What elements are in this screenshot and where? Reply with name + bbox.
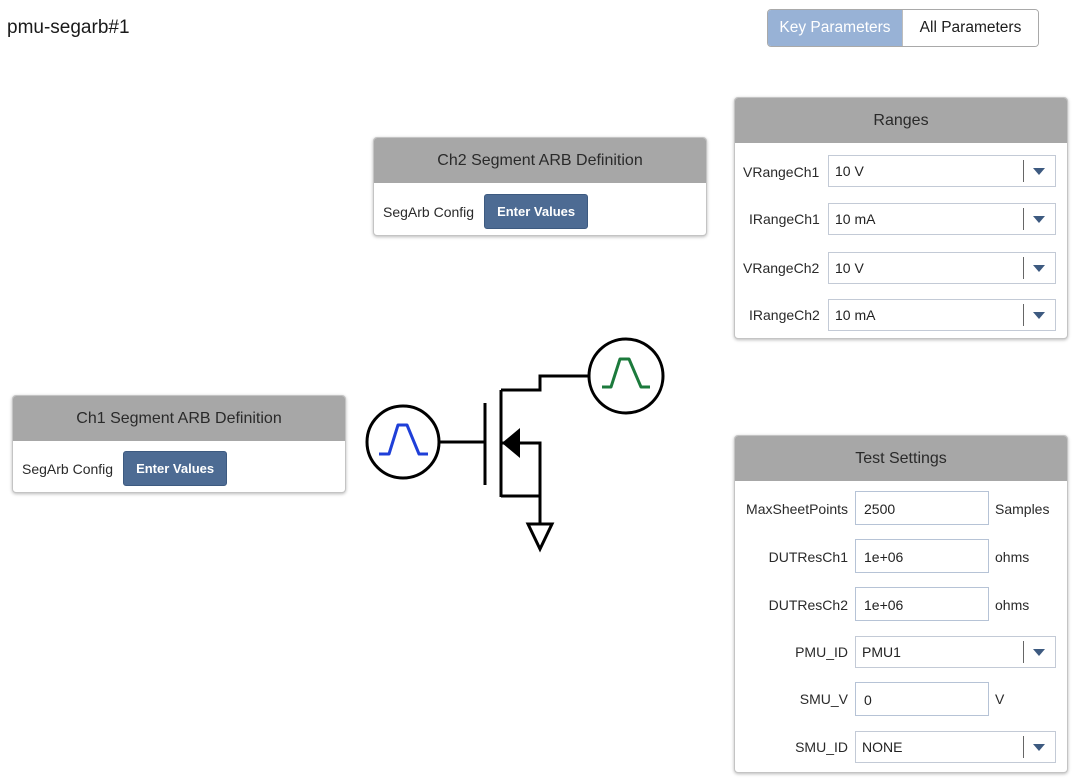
pmu-id-value: PMU1 [862, 644, 901, 660]
dut-res-ch2-label: DUTResCh2 [768, 597, 848, 613]
vrange-ch1-select[interactable]: 10 V [828, 155, 1056, 187]
chevron-down-icon[interactable] [1023, 732, 1055, 762]
gate-waveform-icon [379, 423, 428, 456]
view-toggle: Key Parameters All Parameters [767, 9, 1039, 47]
ranges-title: Ranges [735, 98, 1067, 143]
irange-ch2-select[interactable]: 10 mA [828, 299, 1056, 331]
max-sheet-points-value: 2500 [864, 501, 896, 517]
page-title: pmu-segarb#1 [7, 17, 130, 38]
source-lead [501, 441, 542, 498]
ch2-segarb-config-label: SegArb Config [383, 203, 475, 220]
irange-ch1-value: 10 mA [835, 211, 876, 227]
dut-res-ch2-value: 1e+06 [864, 597, 904, 613]
smu-v-label: SMU_V [799, 691, 848, 707]
drain-lead [501, 374, 589, 392]
chevron-down-icon[interactable] [1023, 637, 1055, 667]
drain-waveform-icon [602, 357, 650, 389]
drain-waveform-circle [587, 337, 665, 415]
ch1-segarb-config-label: SegArb Config [22, 460, 114, 477]
test-settings-title: Test Settings [735, 436, 1067, 481]
smu-v-input[interactable]: 0 [855, 682, 989, 716]
vrange-ch2-label: VRangeCh2 [743, 260, 820, 276]
pmu-id-label: PMU_ID [795, 644, 848, 660]
dut-res-ch2-unit: ohms [995, 597, 1030, 613]
ch1-segarb-panel: Ch1 Segment ARB Definition SegArb Config… [12, 395, 346, 493]
ch1-panel-title: Ch1 Segment ARB Definition [13, 396, 345, 441]
smu-id-value: NONE [862, 739, 903, 755]
dut-res-ch2-input[interactable]: 1e+06 [855, 587, 989, 621]
ranges-panel: Ranges VRangeCh1 10 V IRangeCh1 10 mA VR… [734, 97, 1068, 339]
dut-res-ch1-input[interactable]: 1e+06 [855, 539, 989, 573]
chevron-down-icon[interactable] [1023, 156, 1055, 186]
gate-waveform-circle [365, 404, 441, 480]
max-sheet-points-label: MaxSheetPoints [746, 501, 848, 517]
vrange-ch2-value: 10 V [835, 260, 864, 276]
smu-id-select[interactable]: NONE [855, 731, 1056, 763]
irange-ch2-value: 10 mA [835, 307, 876, 323]
ch2-panel-title: Ch2 Segment ARB Definition [374, 138, 706, 183]
dut-res-ch1-label: DUTResCh1 [768, 549, 848, 565]
chevron-down-icon[interactable] [1023, 253, 1055, 283]
vrange-ch1-value: 10 V [835, 163, 864, 179]
vrange-ch1-label: VRangeCh1 [743, 164, 820, 180]
source-arrow [502, 428, 520, 458]
pmu-id-select[interactable]: PMU1 [855, 636, 1056, 668]
test-settings-panel: Test Settings MaxSheetPoints 2500 Sample… [734, 435, 1068, 773]
smu-v-unit: V [995, 691, 1005, 707]
ch1-enter-values-button[interactable]: Enter Values [123, 451, 228, 486]
vrange-ch2-select[interactable]: 10 V [828, 252, 1056, 284]
chevron-down-icon[interactable] [1023, 300, 1055, 330]
ch2-segarb-panel: Ch2 Segment ARB Definition SegArb Config… [373, 137, 707, 236]
key-parameters-tab[interactable]: Key Parameters [768, 10, 902, 46]
ch2-enter-values-button[interactable]: Enter Values [484, 194, 589, 229]
irange-ch2-label: IRangeCh2 [749, 307, 820, 323]
irange-ch1-select[interactable]: 10 mA [828, 203, 1056, 235]
mosfet-diagram [365, 337, 665, 553]
max-sheet-points-unit: Samples [995, 501, 1050, 517]
all-parameters-tab[interactable]: All Parameters [902, 10, 1038, 46]
smu-id-label: SMU_ID [795, 739, 848, 755]
ground-symbol [525, 522, 555, 553]
max-sheet-points-input[interactable]: 2500 [855, 491, 989, 525]
chevron-down-icon[interactable] [1023, 204, 1055, 234]
dut-res-ch1-value: 1e+06 [864, 549, 904, 565]
irange-ch1-label: IRangeCh1 [749, 211, 820, 227]
dut-res-ch1-unit: ohms [995, 549, 1030, 565]
smu-v-value: 0 [864, 692, 872, 708]
